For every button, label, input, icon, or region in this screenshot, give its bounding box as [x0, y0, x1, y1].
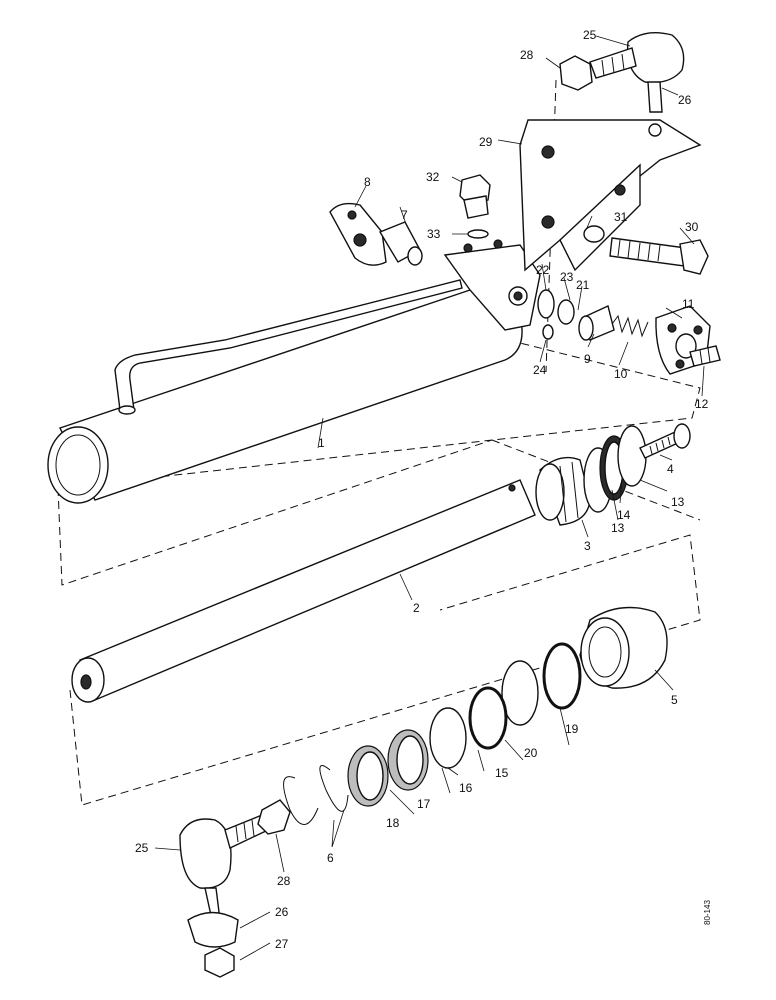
ring-17-inner	[396, 735, 424, 785]
valve-21-9	[578, 305, 615, 341]
seal-15	[468, 686, 508, 750]
callout-1: 1	[318, 436, 325, 450]
callout-26b: 26	[678, 93, 692, 107]
oring-24	[542, 324, 554, 340]
piston-rod	[71, 479, 536, 703]
ring-16	[429, 707, 467, 769]
callout-14: 14	[617, 508, 631, 522]
ball-joint-lower	[179, 814, 269, 921]
callout-13b: 13	[671, 495, 685, 509]
callout-17: 17	[417, 797, 431, 811]
callout-33: 33	[427, 227, 441, 241]
callout-26a: 26	[275, 905, 289, 919]
callout-25b: 25	[583, 28, 597, 42]
callout-4: 4	[667, 462, 674, 476]
plug-32	[459, 174, 491, 219]
ring-18-inner	[356, 751, 384, 801]
nut-28-upper	[559, 55, 593, 91]
ring-22	[537, 289, 555, 319]
callout-15: 15	[495, 766, 509, 780]
callout-3: 3	[584, 539, 591, 553]
callout-8: 8	[364, 175, 371, 189]
callout-5: 5	[671, 693, 678, 707]
callout-27: 27	[275, 937, 289, 951]
callout-7: 7	[401, 208, 408, 222]
gland-5	[579, 606, 668, 689]
bolt-30	[609, 237, 709, 275]
piston	[535, 456, 591, 526]
bracket-29	[519, 119, 702, 272]
callout-19: 19	[565, 722, 579, 736]
ring-20	[501, 660, 539, 726]
flange-8	[329, 202, 387, 266]
callout-9: 9	[584, 352, 591, 366]
bolt-12	[689, 345, 721, 367]
ring-13b	[617, 425, 647, 487]
spring-10	[611, 314, 649, 338]
ball-joint-upper	[589, 32, 685, 113]
guide-line-lower	[69, 534, 701, 806]
callout-6: 6	[327, 851, 334, 865]
callout-16: 16	[459, 781, 473, 795]
callout-18: 18	[386, 816, 400, 830]
reference-code: 80-143	[703, 900, 712, 925]
callout-10: 10	[614, 367, 628, 381]
circlip-6a	[319, 765, 349, 812]
bolt-4	[639, 423, 691, 459]
nut-28-lower	[257, 799, 291, 835]
callout-22: 22	[536, 263, 550, 277]
cylinder-barrel	[47, 239, 541, 504]
callout-29: 29	[479, 135, 493, 149]
ring-19	[542, 642, 582, 710]
oring-33	[467, 229, 489, 239]
callout-2: 2	[413, 601, 420, 615]
callout-30: 30	[685, 220, 699, 234]
nut-27	[204, 947, 235, 978]
callout-20: 20	[524, 746, 538, 760]
callout-12: 12	[695, 397, 709, 411]
callout-32: 32	[426, 170, 440, 184]
union-7	[378, 221, 423, 266]
callout-28a: 28	[520, 48, 534, 62]
callout-31: 31	[614, 210, 628, 224]
callout-25a: 25	[135, 841, 149, 855]
callout-28b: 28	[277, 874, 291, 888]
callout-23: 23	[560, 270, 574, 284]
callout-24: 24	[533, 363, 547, 377]
circlip-6b	[283, 776, 319, 825]
ring-23	[557, 299, 575, 325]
callout-13a: 13	[611, 521, 625, 535]
callout-11: 11	[682, 297, 695, 311]
callout-21: 21	[576, 278, 590, 292]
washer-31	[583, 225, 605, 243]
washer-26-lower	[187, 911, 239, 948]
leader-lines	[154, 35, 705, 961]
